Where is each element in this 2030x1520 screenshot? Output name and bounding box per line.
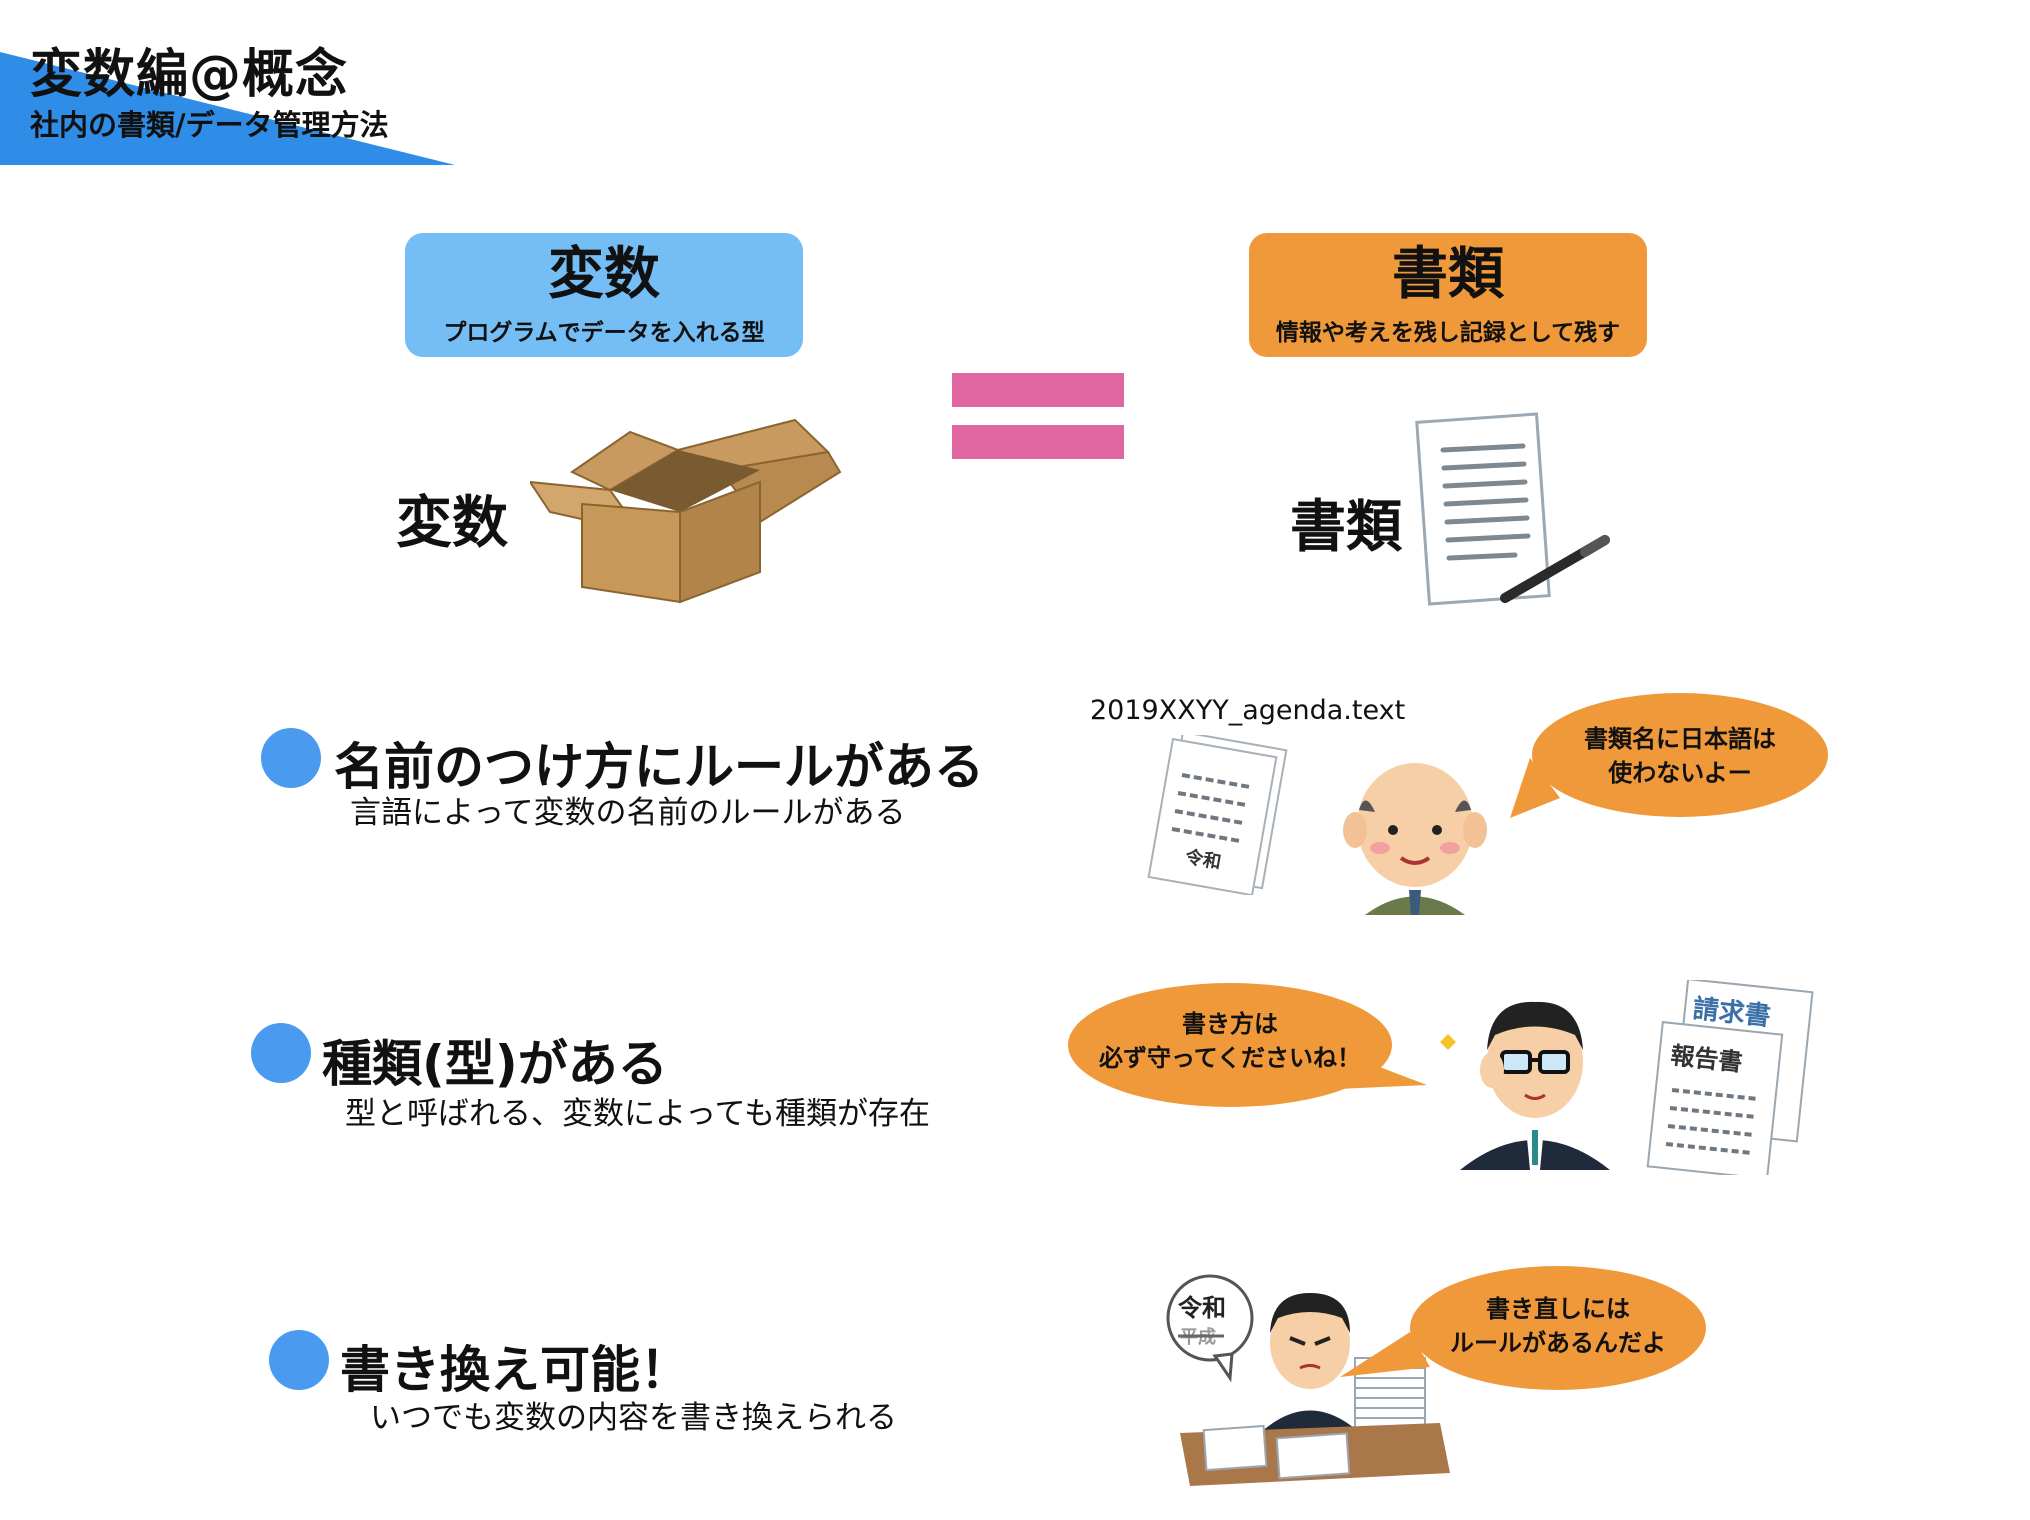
point-naming-description: 言語によって変数の名前のルールがある: [350, 795, 906, 831]
document-card-title: 書類: [1392, 242, 1504, 307]
variable-card: 変数 プログラムでデータを入れる型: [405, 233, 803, 357]
point-type-title: 種類(型)がある: [322, 1035, 668, 1093]
speech-bubble-3: [1340, 1266, 1706, 1390]
point-rewrite-description: いつでも変数の内容を書き換えられる: [370, 1400, 897, 1436]
document-card: 書類 情報や考えを残し記録として残す: [1249, 233, 1647, 357]
elderly-man-icon: [1343, 763, 1487, 915]
point-type-description: 型と呼ばれる、変数によっても種類が存在: [345, 1096, 930, 1132]
cardboard-box-icon: [530, 418, 842, 604]
document-label: 書類: [1290, 495, 1402, 560]
point-rewrite-title: 書き換え可能！: [340, 1341, 690, 1399]
variable-card-title: 変数: [548, 242, 660, 307]
speech-bubble-1: [1510, 693, 1828, 818]
bullet-dot-3: [269, 1330, 329, 1390]
document-with-pen-icon: [1415, 412, 1610, 606]
office-worker-rewriting-icon: 令和 平成: [1166, 1274, 1450, 1486]
businessman-glasses-icon: [1440, 1001, 1610, 1170]
speech-bubble-3-text: 書き直しには ルールがあるんだよ: [1450, 1295, 1666, 1357]
speech-bubble-2: [1068, 983, 1427, 1107]
era-new-label: 令和: [1178, 1294, 1226, 1322]
point-naming-title: 名前のつけ方にルールがある: [334, 738, 984, 796]
equals-sign-top: [952, 373, 1124, 407]
variable-label: 変数: [396, 491, 508, 556]
page-subtitle: 社内の書類/データ管理方法: [30, 108, 389, 142]
document-icon: 令和: [1147, 735, 1288, 895]
header-banner: [0, 52, 455, 165]
speech-bubble-2-text: 書き方は 必ず守ってくださいね！: [1098, 1010, 1362, 1072]
equals-sign-bottom: [952, 425, 1124, 459]
invoice-report-documents-icon: 請求書 報告書: [1646, 980, 1814, 1175]
example-filename: 2019XXYY_agenda.text: [1090, 695, 1406, 726]
bullet-dot-2: [251, 1023, 311, 1083]
variable-card-description: プログラムでデータを入れる型: [443, 320, 765, 346]
page-title: 変数編@概念: [30, 45, 349, 105]
document-card-description: 情報や考えを残し記録として残す: [1275, 320, 1621, 346]
speech-bubble-1-text: 書類名に日本語は 使わないよー: [1584, 725, 1776, 787]
bullet-dot-1: [261, 728, 321, 788]
